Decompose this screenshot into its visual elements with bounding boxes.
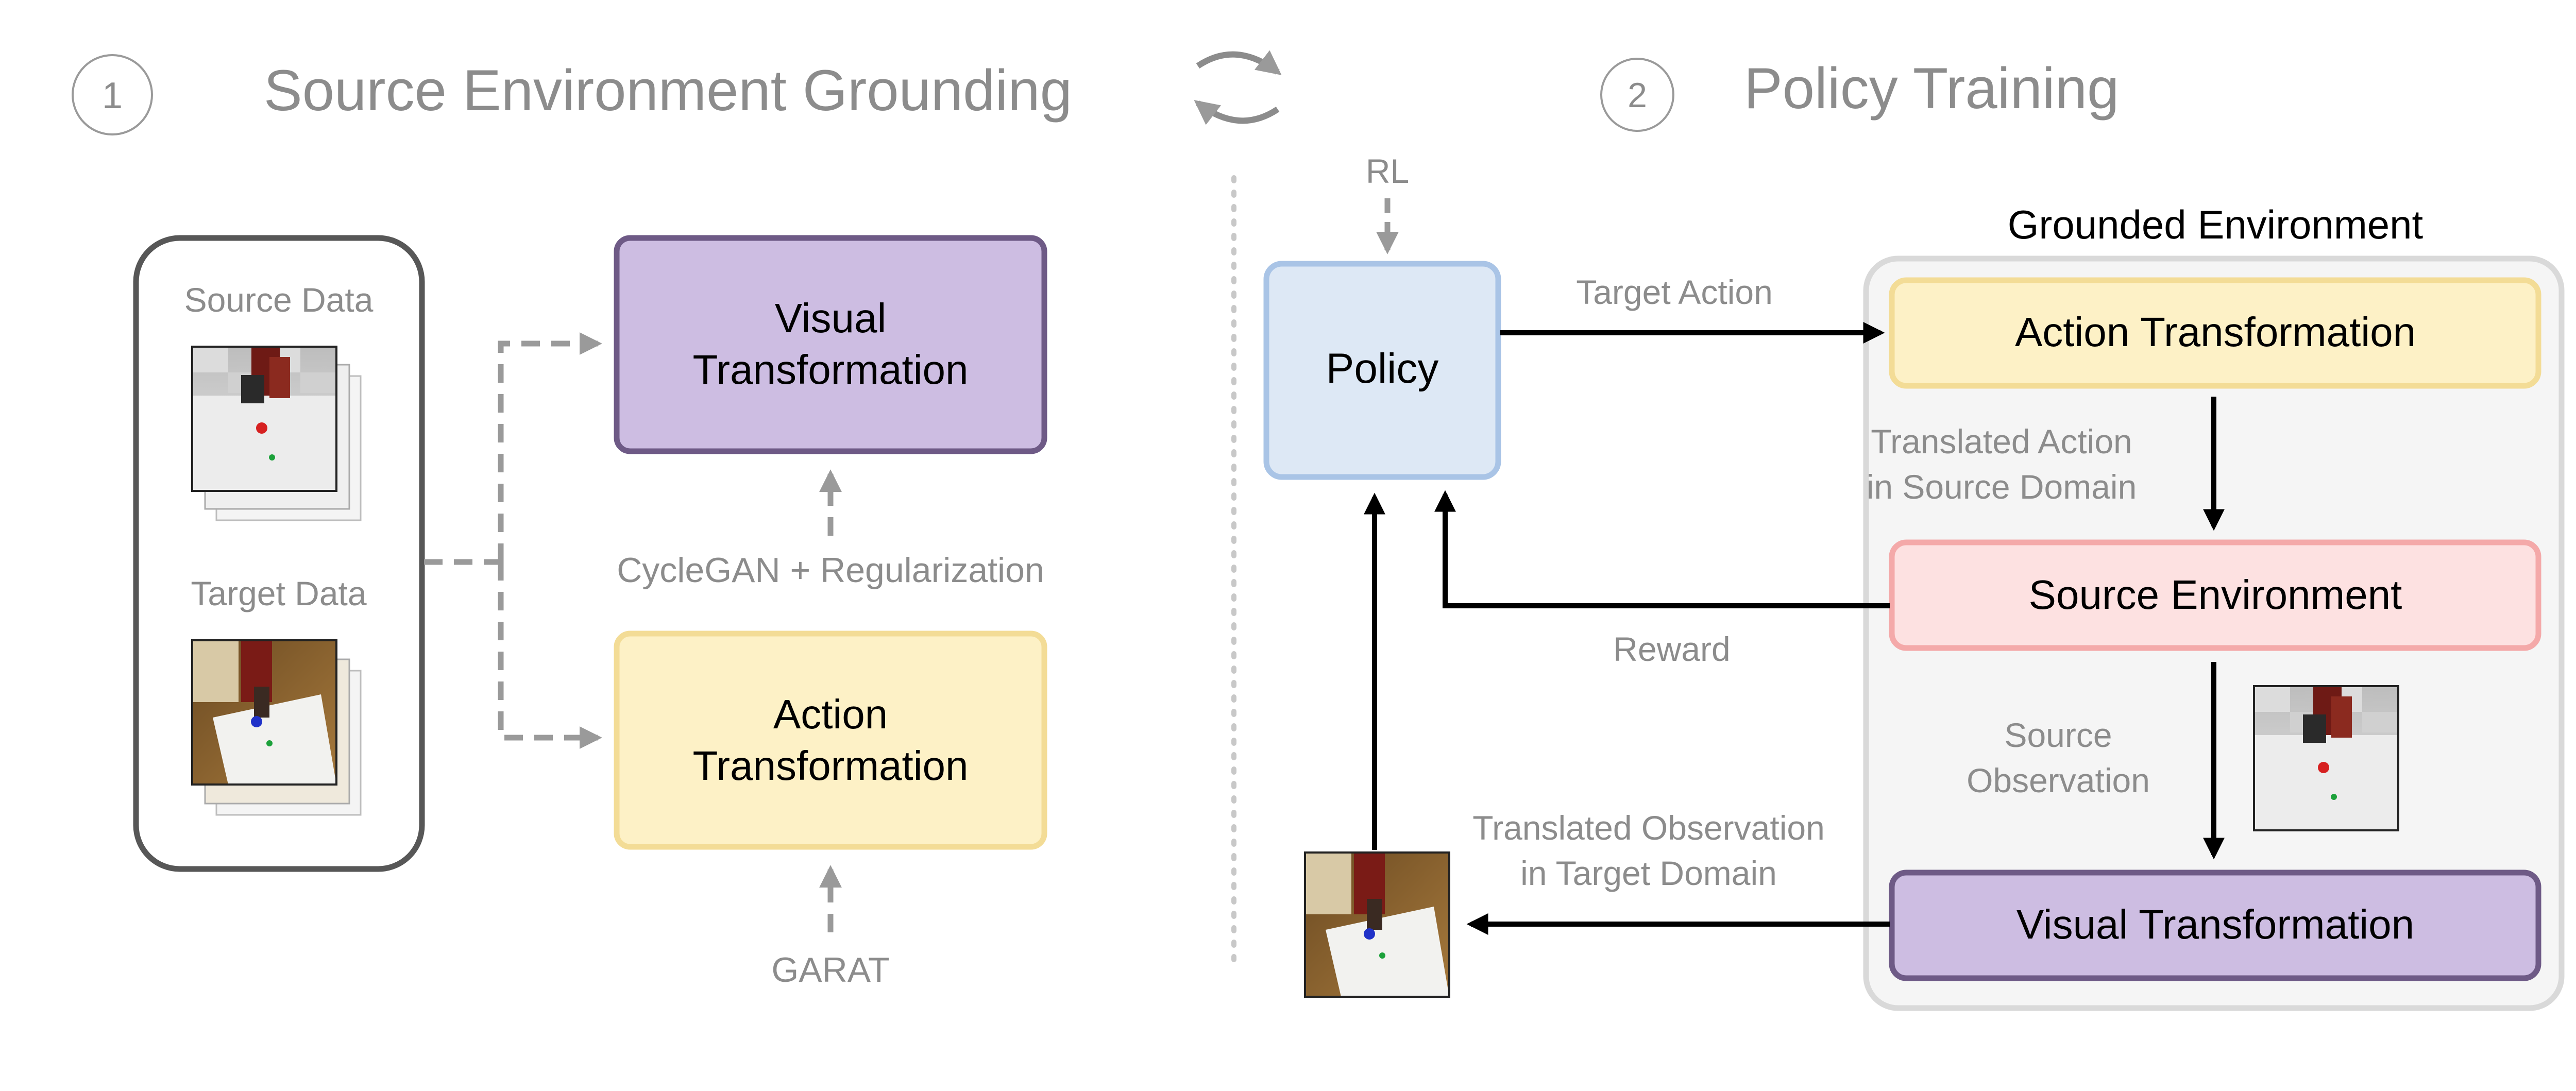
target-data-label: Target Data bbox=[191, 574, 366, 612]
translated-action-line-2: in Source Domain bbox=[1867, 468, 2137, 506]
section-title-policy: Policy Training bbox=[1744, 56, 2119, 121]
robot-real-thumbnail bbox=[192, 640, 336, 785]
dashed-connector bbox=[424, 332, 602, 749]
step-2-badge bbox=[1600, 58, 1674, 132]
robot-sim-thumbnail bbox=[192, 347, 336, 491]
step-1-number: 1 bbox=[102, 75, 123, 116]
translated-observation-thumbnail bbox=[1304, 851, 1450, 998]
rl-label: RL bbox=[1366, 152, 1409, 190]
source-observation-line-2: Observation bbox=[1967, 761, 2150, 799]
step-1-badge bbox=[72, 54, 153, 135]
policy-label: Policy bbox=[1326, 345, 1439, 392]
action-transformation-box bbox=[614, 630, 1047, 850]
translated-action-line-1: Translated Action bbox=[1871, 422, 2132, 461]
step-2-header: 2 Policy Training bbox=[1600, 56, 2119, 132]
source-environment-box bbox=[1889, 539, 2541, 651]
source-data-label: Source Data bbox=[184, 281, 374, 319]
target-data-stack bbox=[191, 639, 362, 816]
translated-observation-line-1: Translated Observation bbox=[1472, 809, 1825, 847]
action-box-line-2: Transformation bbox=[693, 743, 969, 789]
target-action-label: Target Action bbox=[1576, 273, 1773, 311]
step-2-number: 2 bbox=[1628, 76, 1647, 115]
reward-label: Reward bbox=[1613, 630, 1730, 668]
visual-transformation-box bbox=[614, 235, 1047, 454]
source-environment-label: Source Environment bbox=[2029, 572, 2402, 618]
cyclegan-label: CycleGAN + Regularization bbox=[617, 551, 1044, 590]
visual-box-line-1: Visual bbox=[775, 295, 886, 341]
source-data-stack bbox=[191, 346, 362, 521]
step-1-header: 1 Source Environment Grounding bbox=[72, 54, 1072, 135]
section-title-grounding: Source Environment Grounding bbox=[264, 58, 1072, 123]
garat-label: GARAT bbox=[771, 950, 889, 990]
action-box-line-1: Action bbox=[773, 691, 888, 737]
data-container bbox=[133, 235, 425, 872]
source-observation-line-1: Source bbox=[2004, 716, 2112, 754]
action-transformation-label: Action Transformation bbox=[2015, 309, 2416, 355]
reward-arrow bbox=[1434, 490, 1890, 608]
grounded-env-label: Grounded Environment bbox=[2008, 202, 2424, 247]
policy-box bbox=[1263, 261, 1501, 480]
visual-transformation-label: Visual Transformation bbox=[2016, 901, 2414, 947]
visual-box-line-2: Transformation bbox=[693, 347, 969, 393]
source-observation-thumbnail bbox=[2253, 685, 2399, 831]
visual-transformation-box-2 bbox=[1889, 870, 2541, 981]
translated-observation-line-2: in Target Domain bbox=[1520, 854, 1777, 892]
action-transformation-box-2 bbox=[1889, 277, 2541, 389]
cycle-arrows-icon bbox=[1194, 50, 1282, 125]
